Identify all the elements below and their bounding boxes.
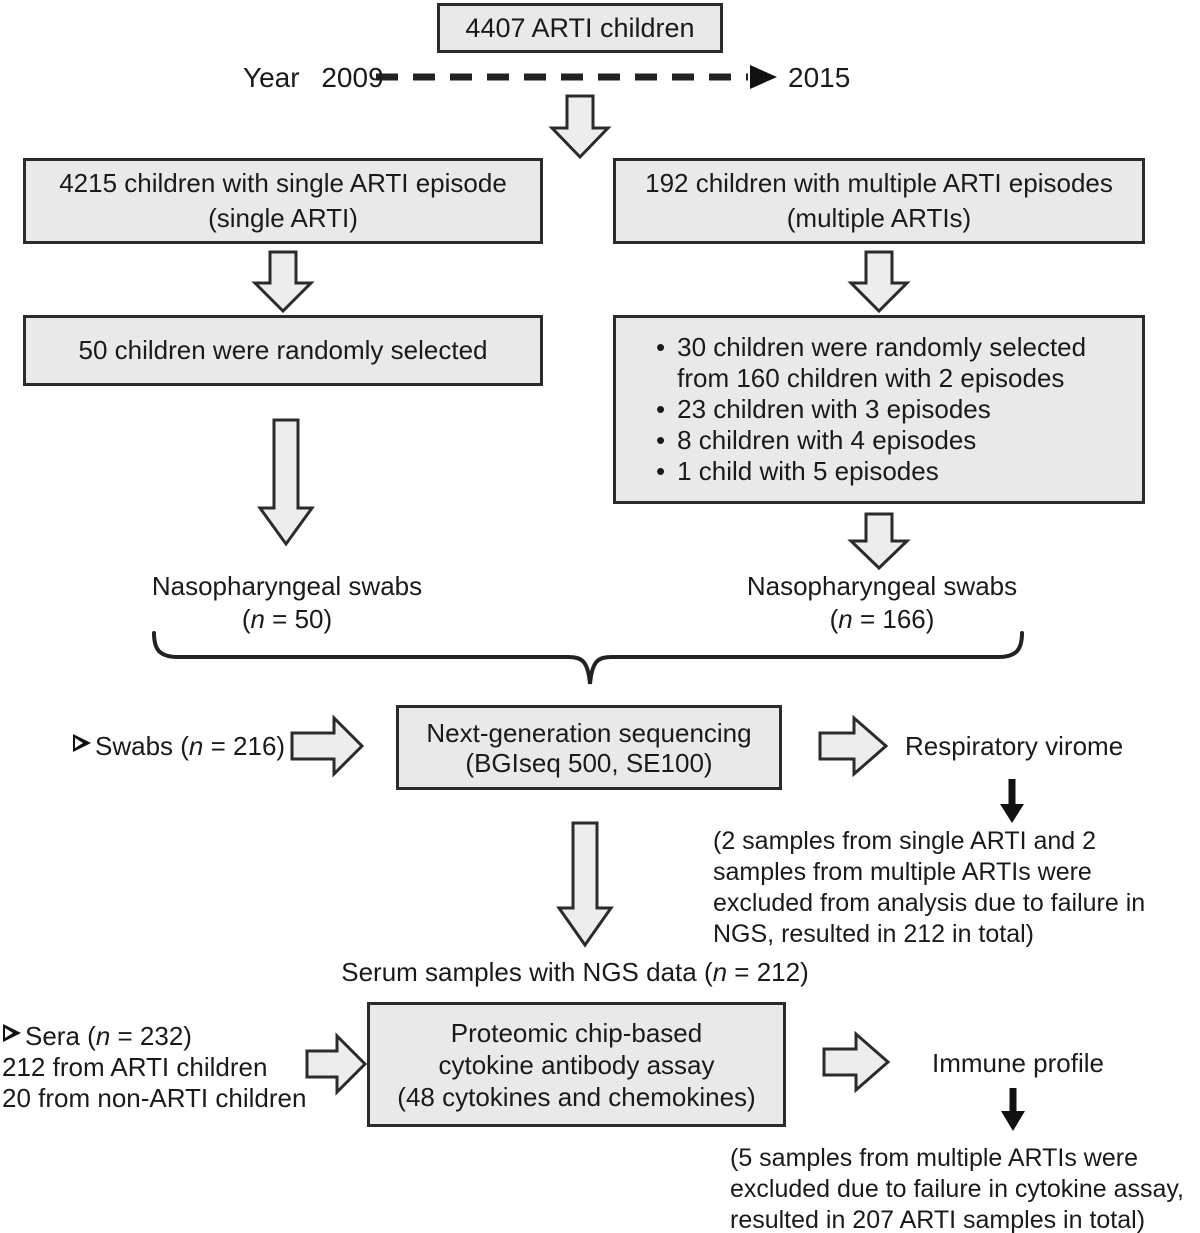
long-down-arrow-icon [257, 418, 315, 547]
black-down-arrow-icon [1000, 779, 1024, 823]
serum-samples-label: Serum samples with NGS data (n = 212) [341, 957, 809, 987]
bullet-item: • 1 child with 5 episodes [656, 456, 939, 487]
bullet-icon: • [656, 425, 666, 455]
right-arrow-icon [305, 1032, 368, 1096]
bullet-item: • 30 children were randomly selected fro… [656, 332, 1086, 394]
ngs-box: Next-generation sequencing (BGIseq 500, … [396, 705, 782, 790]
sera-input-label: Sera (n = 232) 212 from ARTI children 20… [2, 1021, 307, 1113]
down-arrow-icon [847, 512, 911, 571]
multiple-selection-box: • 30 children were randomly selected fro… [613, 315, 1145, 504]
bullet-3-label: 8 children with 4 episodes [677, 425, 977, 455]
timeline-year-word: Year [243, 62, 300, 93]
timeline-start-label: Year 2009 [243, 62, 384, 93]
right-arrow-icon [822, 1030, 891, 1094]
cohort-box-label: 4407 ARTI children [465, 12, 695, 43]
naso-swabs-right-line1: Nasopharyngeal swabs [746, 571, 1018, 601]
naso-swabs-right-label: Nasopharyngeal swabs (n = 166) [682, 570, 1082, 636]
bullet-1-line1: 30 children were randomly selected [677, 332, 1087, 362]
single-arti-line2: (single ARTI) [208, 203, 358, 233]
pointer-arrowhead-icon [73, 734, 91, 752]
black-down-arrow-icon [1001, 1088, 1025, 1131]
cytokine-assay-box: Proteomic chip-based cytokine antibody a… [367, 1002, 786, 1127]
bullet-4-label: 1 child with 5 episodes [677, 456, 939, 486]
bullet-icon: • [656, 332, 666, 362]
merge-brace [152, 631, 1024, 685]
bullet-icon: • [656, 456, 666, 486]
right-arrow-icon [818, 714, 889, 778]
long-down-arrow-icon [556, 821, 614, 948]
timeline-dashed-arrow-icon [376, 65, 777, 89]
right-arrow-icon [290, 714, 365, 778]
cytokine-box-line3: (48 cytokines and chemokines) [397, 1081, 756, 1112]
ngs-box-line2: (BGIseq 500, SE100) [465, 747, 713, 778]
sera-input-line2: 212 from ARTI children [2, 1052, 268, 1082]
timeline-end-label: 2015 [788, 62, 850, 93]
bullet-item: • 23 children with 3 episodes [656, 394, 991, 425]
cytokine-box-line1: Proteomic chip-based [450, 1017, 703, 1048]
timeline-start-year: 2009 [321, 62, 384, 93]
cohort-box: 4407 ARTI children [437, 3, 723, 53]
pointer-arrowhead-icon [3, 1024, 21, 1042]
multiple-arti-line1: 192 children with multiple ARTI episodes [645, 168, 1113, 198]
down-arrow-icon [251, 250, 315, 314]
single-selected-label: 50 children were randomly selected [78, 335, 488, 365]
bullet-icon: • [656, 394, 666, 424]
cytokine-box-line2: cytokine antibody assay [438, 1049, 715, 1080]
multiple-arti-line2: (multiple ARTIs) [786, 203, 972, 233]
down-arrow-icon [847, 250, 911, 314]
respiratory-virome-label: Respiratory virome [905, 731, 1124, 761]
single-arti-line1: 4215 children with single ARTI episode [59, 168, 507, 198]
cytokine-exclusion-note: (5 samples from multiple ARTIs were excl… [730, 1144, 1184, 1233]
ngs-exclusion-note: (2 samples from single ARTI and 2 sample… [713, 827, 1146, 948]
single-selected-box: 50 children were randomly selected [23, 315, 543, 386]
bullet-item: • 8 children with 4 episodes [656, 425, 976, 456]
single-arti-box: 4215 children with single ARTI episode (… [23, 158, 543, 244]
sera-input-line3: 20 from non-ARTI children [2, 1083, 307, 1113]
timeline-end-year: 2015 [788, 62, 851, 93]
naso-swabs-left-label: Nasopharyngeal swabs (n = 50) [87, 570, 487, 636]
multiple-arti-box: 192 children with multiple ARTI episodes… [613, 158, 1145, 244]
bullet-2-label: 23 children with 3 episodes [677, 394, 991, 424]
naso-swabs-left-line1: Nasopharyngeal swabs [151, 571, 423, 601]
bullet-1-line2: from 160 children with 2 episodes [677, 363, 1065, 393]
swabs-input-label: Swabs (n = 216) [72, 731, 285, 762]
immune-profile-label: Immune profile [932, 1048, 1104, 1078]
down-arrow-icon [548, 94, 612, 160]
ngs-box-line1: Next-generation sequencing [426, 717, 752, 748]
